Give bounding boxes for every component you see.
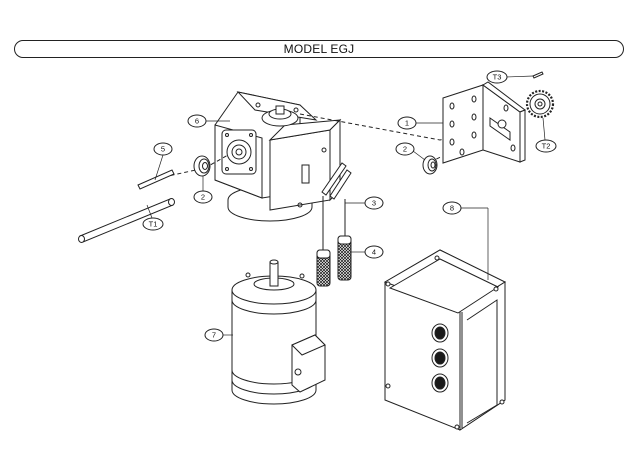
sprocket-t2 [525, 89, 555, 119]
callout-7: 7 [212, 331, 216, 340]
set-screw-t3 [532, 71, 544, 79]
callout-3: 3 [372, 199, 376, 208]
model-title-bar: MODEL EGJ [14, 40, 624, 58]
callout-8: 8 [450, 204, 454, 213]
gear-reducer [214, 91, 342, 222]
bushing-left [193, 155, 211, 177]
callout-t2: T2 [542, 142, 551, 151]
actuator-handles [316, 162, 352, 287]
callout-t1: T1 [149, 220, 158, 229]
mounting-bracket [442, 81, 527, 164]
callout-6: 6 [195, 117, 199, 126]
keyed-shaft-t1 [78, 198, 175, 243]
electric-motor [231, 259, 326, 405]
leader-lines [146, 75, 546, 336]
callout-1: 1 [405, 119, 409, 128]
control-box [383, 249, 507, 431]
model-title: MODEL EGJ [283, 42, 355, 56]
callout-badges [142, 70, 557, 342]
control-buttons [431, 323, 449, 393]
bushing-right [422, 155, 438, 175]
callout-t3: T3 [493, 73, 502, 82]
callout-2-left: 2 [201, 193, 205, 202]
callout-4: 4 [372, 248, 376, 257]
callout-5: 5 [161, 145, 165, 154]
key-part-5 [137, 169, 175, 190]
callout-2-right: 2 [403, 145, 407, 154]
